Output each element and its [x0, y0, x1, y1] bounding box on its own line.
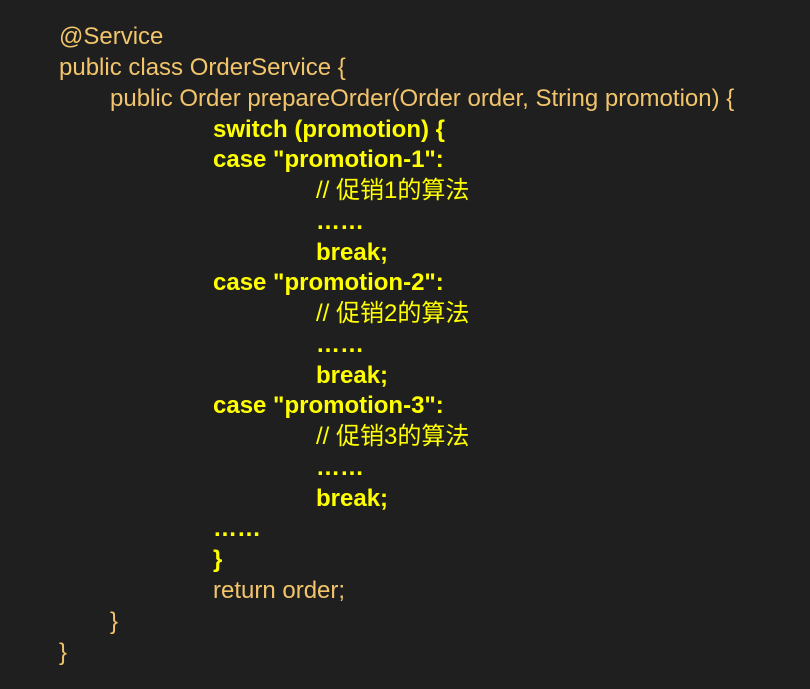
class-closing-brace-line: }: [59, 639, 68, 666]
ellipsis-line: ……: [316, 208, 364, 235]
break-line: break;: [316, 362, 389, 389]
class-declaration-line: public class OrderService {: [59, 54, 346, 81]
return-line: return order;: [213, 577, 346, 604]
comment-promotion-3-line: // 促销3的算法: [316, 423, 470, 450]
ellipsis-line: ……: [316, 331, 364, 358]
case-promotion-2-line: case "promotion-2":: [213, 269, 444, 296]
case-promotion-3-line: case "promotion-3":: [213, 392, 444, 419]
comment-promotion-2-line: // 促销2的算法: [316, 300, 470, 327]
ellipsis-line: ……: [316, 454, 364, 481]
case-promotion-1-line: case "promotion-1":: [213, 146, 444, 173]
break-line: break;: [316, 239, 389, 266]
method-signature-line: public Order prepareOrder(Order order, S…: [110, 85, 735, 112]
break-line: break;: [316, 485, 389, 512]
switch-line: switch (promotion) {: [213, 116, 445, 143]
switch-closing-brace-line: }: [213, 546, 223, 573]
method-closing-brace-line: }: [110, 608, 119, 635]
annotation-line: @Service: [59, 23, 164, 50]
comment-promotion-1-line: // 促销1的算法: [316, 177, 470, 204]
ellipsis-line: ……: [213, 515, 261, 542]
